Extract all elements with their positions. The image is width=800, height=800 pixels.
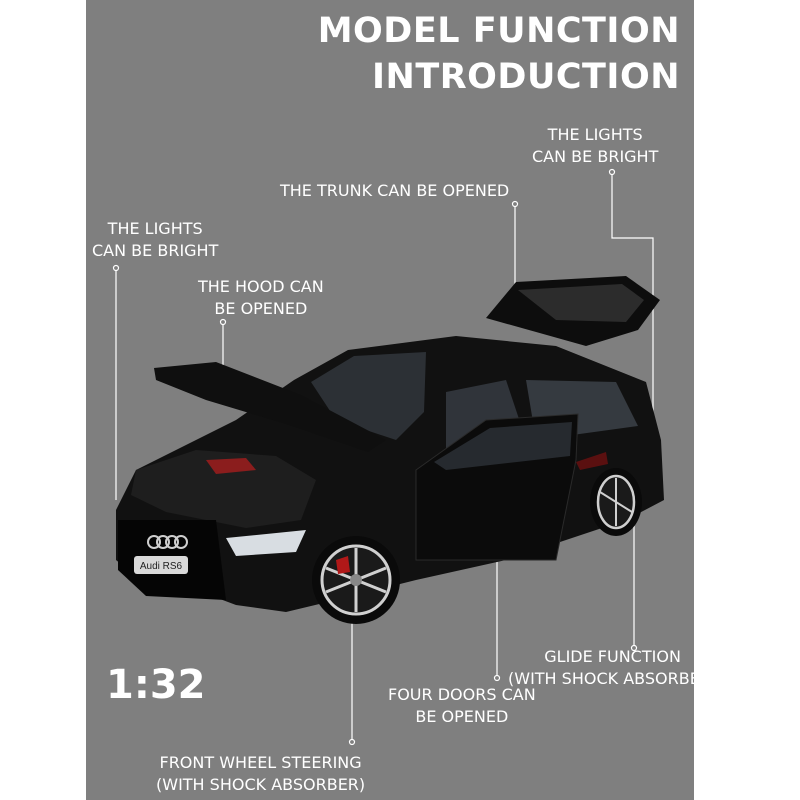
callout-rear-lights-line-1: THE LIGHTS [547, 125, 643, 144]
callout-line-rear-lights [611, 172, 654, 470]
car-illustration: Audi RS6 [112, 168, 664, 746]
callout-steering: FRONT WHEEL STEERING (WITH SHOCK ABSORBE… [156, 752, 365, 796]
callout-dots [112, 168, 638, 746]
headlight [226, 530, 306, 556]
hood-open [154, 362, 386, 452]
callout-doors-line-1: FOUR DOORS CAN [388, 685, 536, 704]
license-plate-text: Audi RS6 [140, 561, 183, 572]
callout-doors-line-2: BE OPENED [415, 707, 509, 726]
callout-front-lights: THE LIGHTS CAN BE BRIGHT [92, 218, 218, 262]
audi-rings-logo [147, 535, 188, 549]
page-title: MODEL FUNCTION INTRODUCTION [318, 8, 680, 100]
engine-bay [131, 450, 316, 528]
callout-rear-lights: THE LIGHTS CAN BE BRIGHT [532, 124, 658, 168]
callout-steering-line-1: FRONT WHEEL STEERING [159, 753, 362, 772]
callout-trunk: THE TRUNK CAN BE OPENED [280, 180, 509, 202]
tail-light [576, 452, 608, 470]
title-line-2: INTRODUCTION [372, 57, 680, 97]
title-line-1: MODEL FUNCTION [317, 11, 680, 51]
scale-label: 1:32 [106, 662, 206, 708]
callout-front-lights-line-1: THE LIGHTS [107, 219, 203, 238]
callout-glide-line-2: (WITH SHOCK ABSORBER) [508, 669, 694, 688]
product-panel: MODEL FUNCTION INTRODUCTION [86, 0, 694, 800]
callout-trunk-line-1: THE TRUNK CAN BE OPENED [280, 181, 510, 200]
callout-glide: GLIDE FUNCTION (WITH SHOCK ABSORBER) [508, 646, 694, 690]
callout-hood: THE HOOD CAN BE OPENED [198, 276, 324, 320]
callout-hood-line-1: THE HOOD CAN [198, 277, 324, 296]
rear-wheel [590, 468, 642, 536]
callout-doors: FOUR DOORS CAN BE OPENED [388, 684, 536, 728]
callout-rear-lights-line-2: CAN BE BRIGHT [532, 147, 659, 166]
license-plate [134, 556, 188, 574]
callout-front-lights-line-2: CAN BE BRIGHT [92, 241, 219, 260]
front-wheel [312, 536, 400, 624]
callout-steering-line-2: (WITH SHOCK ABSORBER) [156, 775, 366, 794]
callout-hood-line-2: BE OPENED [214, 299, 308, 318]
callout-glide-line-1: GLIDE FUNCTION [544, 647, 681, 666]
